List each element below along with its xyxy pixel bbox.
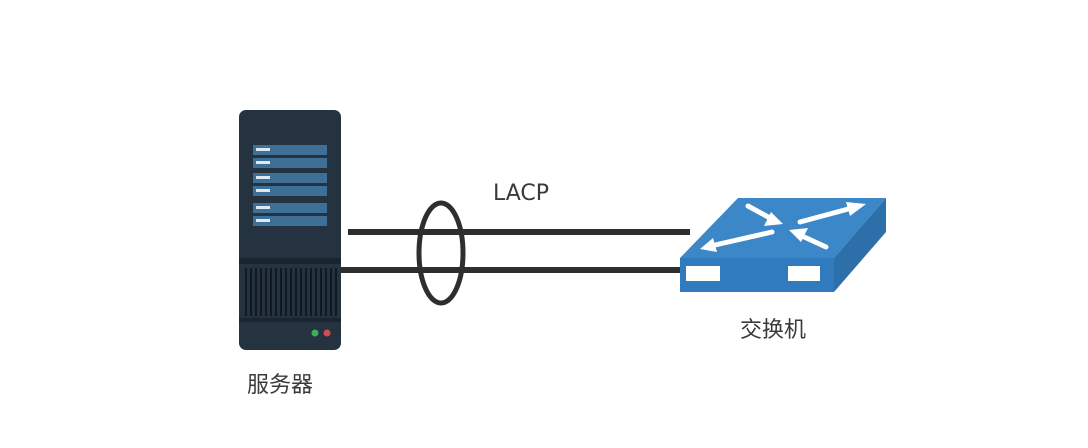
server-led-red	[323, 329, 331, 337]
lacp-bundle-ellipse	[416, 200, 466, 306]
switch-label: 交换机	[740, 318, 807, 343]
link-lines	[340, 229, 690, 273]
switch-icon	[680, 198, 886, 292]
switch-arrows-icon	[700, 202, 866, 252]
switch-port-right	[788, 266, 820, 281]
server-label: 服务器	[247, 373, 314, 398]
lacp-label: LACP	[493, 181, 550, 206]
server-drive-slots	[253, 145, 327, 226]
switch-port-left	[686, 266, 720, 281]
server-icon	[239, 110, 341, 350]
server-vent	[245, 268, 337, 316]
server-led-green	[311, 329, 319, 337]
